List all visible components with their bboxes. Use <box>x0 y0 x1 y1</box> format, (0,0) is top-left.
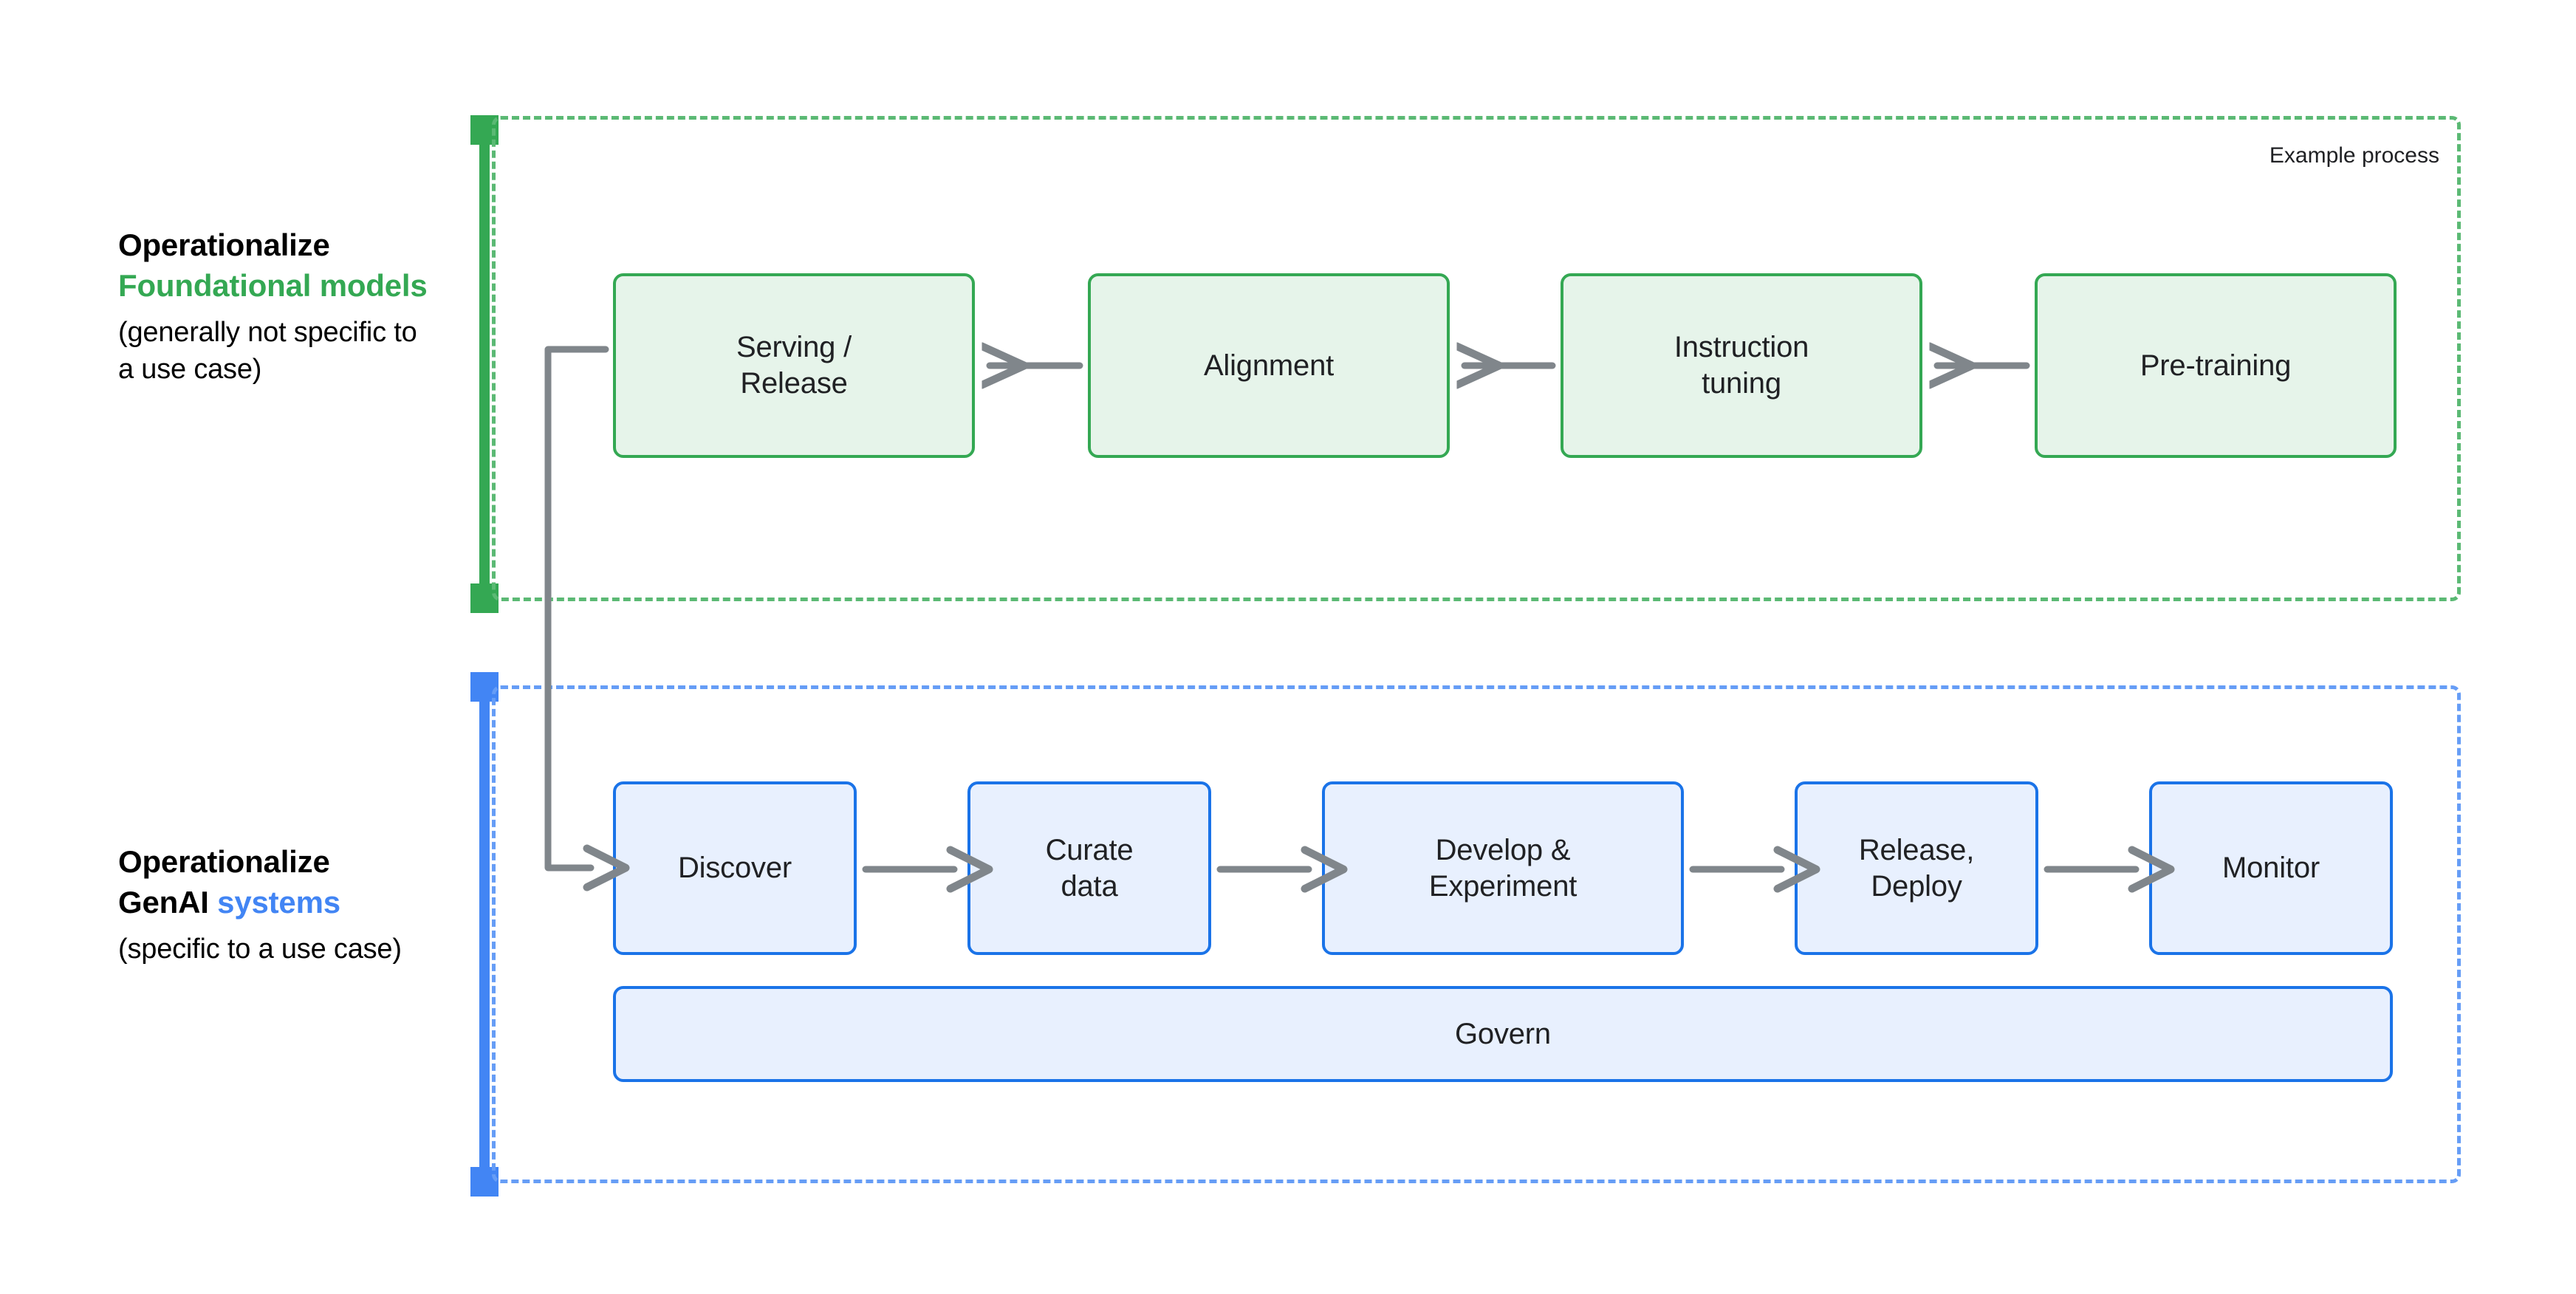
label-foundational-lead: Operationalize <box>118 227 330 262</box>
label-genai-title: Operationalize GenAI systems <box>118 842 428 922</box>
node-curate-data[interactable]: Curate data <box>967 781 1211 955</box>
node-alignment[interactable]: Alignment <box>1088 273 1450 458</box>
group-genai-systems <box>492 685 2461 1183</box>
label-foundational-accent: Foundational models <box>118 267 428 303</box>
node-serving-release[interactable]: Serving / Release <box>613 273 975 458</box>
label-genai-lead: Operationalize GenAI <box>118 844 330 920</box>
group-foundational-models: Example process <box>492 116 2461 601</box>
label-foundational-title: Operationalize Foundational models <box>118 225 428 306</box>
node-instruction-tuning[interactable]: Instruction tuning <box>1561 273 1922 458</box>
node-release-deploy[interactable]: Release, Deploy <box>1795 781 2038 955</box>
label-foundational-models: Operationalize Foundational models (gene… <box>118 225 428 388</box>
label-genai-subtitle: (specific to a use case) <box>118 934 402 965</box>
label-genai-systems: Operationalize GenAI systems (specific t… <box>118 842 428 968</box>
node-discover[interactable]: Discover <box>613 781 857 955</box>
group-caption-example-process: Example process <box>2269 143 2439 168</box>
node-develop-experiment[interactable]: Develop & Experiment <box>1322 781 1684 955</box>
span-line-blue <box>479 684 490 1179</box>
span-line-green <box>479 126 490 598</box>
node-monitor[interactable]: Monitor <box>2149 781 2393 955</box>
label-foundational-subtitle: (generally not specific to a use case) <box>118 317 417 385</box>
node-govern[interactable]: Govern <box>613 986 2393 1082</box>
label-genai-accent: systems <box>217 884 340 920</box>
node-pre-training[interactable]: Pre-training <box>2035 273 2397 458</box>
